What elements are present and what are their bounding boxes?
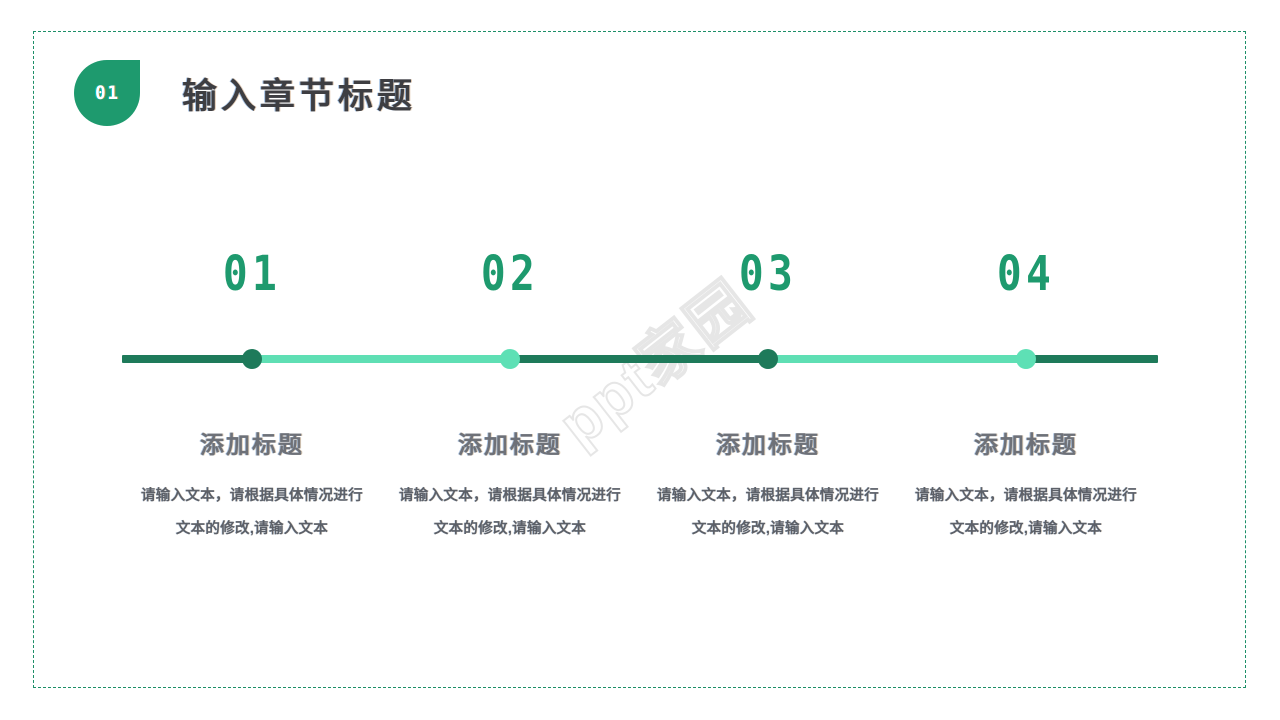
column-number: 02 bbox=[480, 246, 540, 302]
timeline-segment-5 bbox=[1026, 355, 1158, 363]
timeline-dot-2[interactable] bbox=[500, 349, 520, 369]
column-number: 01 bbox=[222, 246, 282, 302]
timeline-segment-4 bbox=[768, 355, 1026, 363]
column-title: 添加标题 bbox=[974, 432, 1078, 459]
column-body-text: 请输入文本，请根据具体情况进行文本的修改,请输入文本 bbox=[915, 488, 1137, 538]
column-title: 添加标题 bbox=[716, 432, 820, 459]
column-body-text: 请输入文本，请根据具体情况进行文本的修改,请输入文本 bbox=[399, 488, 621, 538]
timeline-segment-1 bbox=[122, 355, 252, 363]
column-title: 添加标题 bbox=[200, 432, 304, 459]
timeline-bar bbox=[122, 349, 1158, 369]
column-title: 添加标题 bbox=[458, 432, 562, 459]
section-badge: 01 bbox=[74, 60, 140, 126]
timeline-segment-3 bbox=[510, 355, 768, 363]
timeline-dot-1[interactable] bbox=[242, 349, 262, 369]
timeline-segment-2 bbox=[252, 355, 510, 363]
column-body-text: 请输入文本，请根据具体情况进行文本的修改,请输入文本 bbox=[657, 488, 879, 538]
page-title: 输入章节标题 bbox=[182, 76, 417, 116]
column-body-text: 请输入文本，请根据具体情况进行文本的修改,请输入文本 bbox=[141, 488, 363, 538]
column-number: 04 bbox=[996, 246, 1056, 302]
timeline-dot-4[interactable] bbox=[1016, 349, 1036, 369]
timeline-dot-3[interactable] bbox=[758, 349, 778, 369]
section-badge-number: 01 bbox=[94, 82, 120, 104]
slide-header: 01 输入章节标题 bbox=[74, 60, 416, 126]
column-number: 03 bbox=[738, 246, 798, 302]
